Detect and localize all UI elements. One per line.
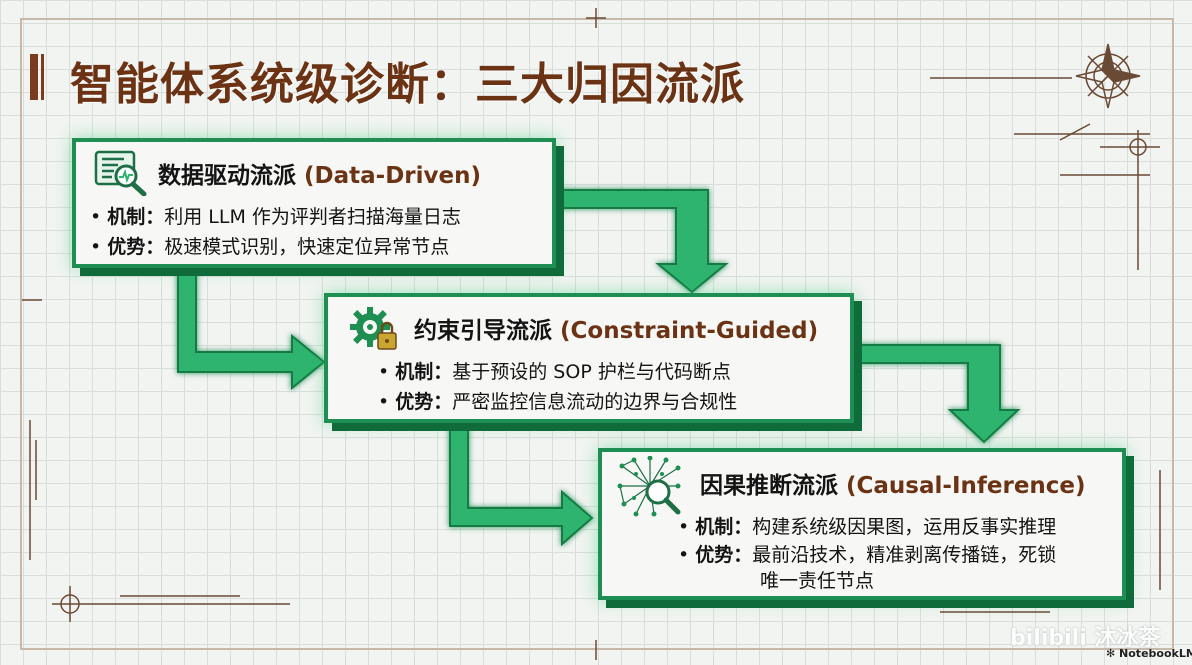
arrow-card1-to-card2-right [559,189,729,294]
card-title-cn: 因果推断流派 [700,473,838,499]
card-causal-inference: 因果推断流派 (Causal-Inference) • 机制：构建系统级因果图，… [598,448,1126,600]
bullet-text: 唯一责任节点 [760,570,875,592]
bullet-label: 优势： [107,236,165,258]
arrow-card2-to-card3-right [857,344,1021,444]
card-data-driven: 数据驱动流派 (Data-Driven) • 机制：利用 LLM 作为评判者扫描… [72,138,556,268]
bullet-label: 优势： [395,391,453,413]
page-title: 智能体系统级诊断：三大归因流派 [70,59,745,110]
bullet-mechanism: • 机制：利用 LLM 作为评判者扫描海量日志 [90,206,461,228]
bullet-text: 最前沿技术，精准剥离传播链，死锁 [752,544,1057,566]
bullet-text: 利用 LLM 作为评判者扫描海量日志 [164,206,461,228]
compass-rose-icon [1075,43,1141,109]
card-title-en: (Causal-Inference) [846,473,1086,499]
card-constraint-guided: 约束引导流派 (Constraint-Guided) • 机制：基于预设的 SO… [324,293,854,423]
bullet-mechanism: • 机制：构建系统级因果图，运用反事实推理 [678,516,1057,538]
notebooklm-logo-icon: ✻ [1106,647,1120,660]
notebooklm-badge: ✻ NotebookLM [1106,647,1192,660]
card-title-en: (Constraint-Guided) [560,318,819,344]
arrow-card1-to-card2-down [177,269,326,391]
bullet-advantage-continued: 唯一责任节点 [760,566,874,593]
bullet-label: 机制： [107,206,165,228]
arrow-card2-to-card3-down [449,427,594,547]
card-title-en: (Data-Driven) [304,163,481,189]
bilibili-watermark: bilibili 沐冰茶 [1010,626,1161,651]
bullet-text: 严密监控信息流动的边界与合规性 [452,391,738,413]
bullet-advantage: • 优势：严密监控信息流动的边界与合规性 [378,391,738,413]
bullet-mechanism: • 机制：基于预设的 SOP 护栏与代码断点 [378,361,731,383]
card-title-cn: 约束引导流派 [414,318,552,344]
bullet-text: 极速模式识别，快速定位异常节点 [164,236,450,258]
causal-graph-magnifier-icon [617,456,681,517]
card-title: 约束引导流派 (Constraint-Guided) [414,311,818,345]
bullet-label: 机制： [695,516,753,538]
notebooklm-label: NotebookLM [1119,647,1192,660]
bullet-label: 优势： [695,544,753,566]
card-title: 因果推断流派 (Causal-Inference) [700,466,1086,500]
gear-with-lock-icon [350,307,397,350]
bullet-text: 构建系统级因果图，运用反事实推理 [752,516,1057,538]
bullet-text: 基于预设的 SOP 护栏与代码断点 [452,361,731,383]
bullet-advantage: • 优势：极速模式识别，快速定位异常节点 [90,236,450,258]
title-accent-bar [30,54,38,100]
magnifier-on-log-icon [94,150,147,196]
bullet-label: 机制： [395,361,453,383]
card-title-cn: 数据驱动流派 [158,163,296,189]
title-accent-bar-thin [41,54,44,100]
bullet-advantage: • 优势：最前沿技术，精准剥离传播链，死锁 [678,544,1057,566]
card-title: 数据驱动流派 (Data-Driven) [158,156,481,190]
blueprint-frame [20,18,1174,650]
